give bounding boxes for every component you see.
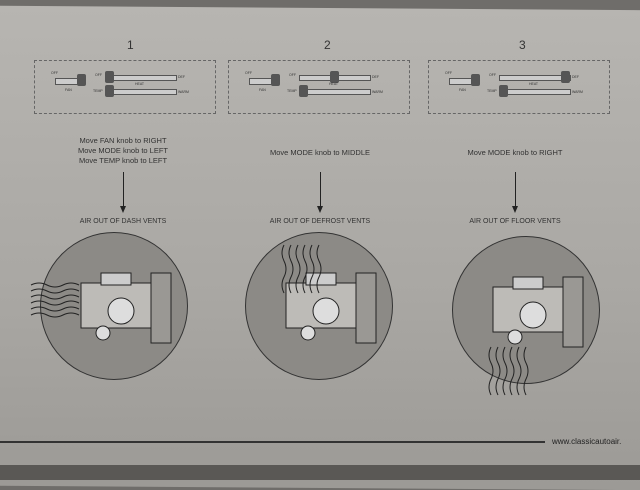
fan-knob <box>471 74 480 86</box>
label-fan: FAN <box>65 88 72 92</box>
instruction-line: Move MODE knob to RIGHT <box>467 148 563 157</box>
temp-knob <box>499 85 508 97</box>
instruction-line: Move FAN knob to RIGHT <box>79 136 167 145</box>
mode-slider-track <box>499 75 571 81</box>
step-number: 1 <box>127 38 134 52</box>
label-warm: WARM <box>372 90 383 94</box>
mode-knob <box>561 71 570 83</box>
result-label: AIR OUT OF DEFROST VENTS <box>269 218 371 225</box>
vent-illustration <box>30 232 188 380</box>
label-def: DEF <box>372 75 379 79</box>
ac-unit-drawing <box>488 276 584 396</box>
label-temp: TEMP <box>93 89 103 93</box>
ac-unit-drawing <box>281 244 377 344</box>
result-label: AIR OUT OF FLOOR VENTS <box>469 218 561 225</box>
label-warm: WARM <box>178 90 189 94</box>
result-label: AIR OUT OF DASH VENTS <box>79 218 167 225</box>
vent-illustration <box>245 232 393 380</box>
instruction-line: Move MODE knob to LEFT <box>77 146 169 155</box>
footer-divider <box>0 441 545 443</box>
arrow-down-icon <box>512 172 518 213</box>
ac-unit-drawing <box>30 272 172 344</box>
label-temp: TEMP <box>487 89 497 93</box>
instructions: Move MODE knob to RIGHT <box>415 148 615 158</box>
label-def: DEF <box>572 75 579 79</box>
label-heat: HEAT <box>329 82 339 86</box>
arrow-down-icon <box>317 172 323 213</box>
label-fan: FAN <box>259 88 266 92</box>
label-def: DEF <box>178 75 185 79</box>
temp-slider-track <box>299 89 371 95</box>
label-mode-off: OFF <box>95 73 102 77</box>
fan-knob <box>77 74 86 86</box>
vent-illustration <box>452 236 600 396</box>
instructions: Move MODE knob to MIDDLE <box>220 148 420 158</box>
label-heat: HEAT <box>529 82 539 86</box>
temp-knob <box>105 85 114 97</box>
instruction-line: Move TEMP knob to LEFT <box>78 156 168 165</box>
mode-knob <box>105 71 114 83</box>
control-panel-diagram: OFF FAN OFF HEAT DEF TEMP WARM <box>34 60 216 114</box>
label-warm: WARM <box>572 90 583 94</box>
temp-slider-track <box>499 89 571 95</box>
arrow-down-icon <box>120 172 126 213</box>
label-off: OFF <box>245 71 252 75</box>
temp-knob <box>299 85 308 97</box>
page-edge-shadow <box>0 465 640 480</box>
mode-knob <box>330 71 339 83</box>
label-off: OFF <box>51 71 58 75</box>
label-fan: FAN <box>459 88 466 92</box>
label-heat: HEAT <box>135 82 145 86</box>
control-panel-diagram: OFF FAN OFF HEAT DEF TEMP WARM <box>428 60 610 114</box>
mode-slider-track <box>105 75 177 81</box>
fan-knob <box>271 74 280 86</box>
control-panel-diagram: OFF FAN OFF HEAT DEF TEMP WARM <box>228 60 410 114</box>
label-temp: TEMP <box>287 89 297 93</box>
step-number: 3 <box>519 38 526 52</box>
step-number: 2 <box>324 38 331 52</box>
instruction-line: Move MODE knob to MIDDLE <box>269 148 371 157</box>
label-mode-off: OFF <box>289 73 296 77</box>
label-off: OFF <box>445 71 452 75</box>
footer-url: www.classicautoair. <box>552 437 622 446</box>
label-mode-off: OFF <box>489 73 496 77</box>
temp-slider-track <box>105 89 177 95</box>
